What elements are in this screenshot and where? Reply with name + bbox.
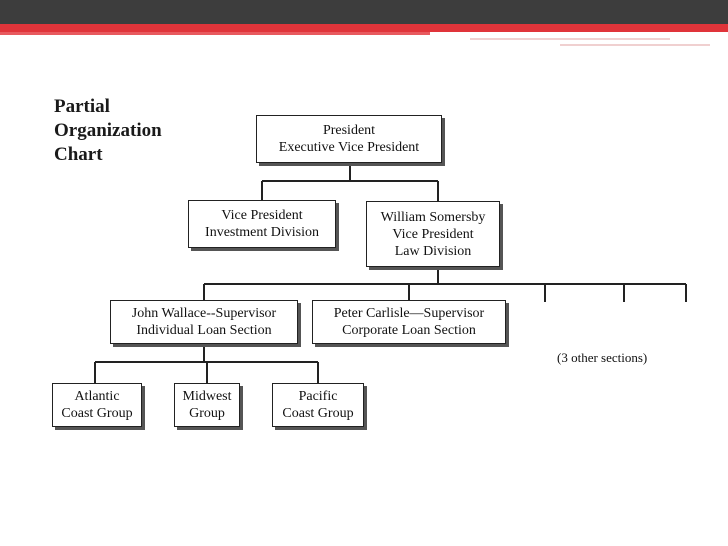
node-label: Investment Division [205,225,319,240]
node-president: President Executive Vice President [256,115,442,163]
node-label: Individual Loan Section [136,323,272,338]
node-label: Midwest [182,389,232,404]
slide-accent-stripe [0,32,430,35]
node-label: Group [189,406,225,421]
chart-title-line: Partial [54,96,110,117]
node-label: Pacific [298,389,338,404]
node-group-pacific: Pacific Coast Group [272,383,364,427]
chart-title-line: Organization [54,120,162,141]
chart-title: Partial Organization Chart [54,95,162,167]
node-label: President [322,123,376,138]
node-supervisor-individual: John Wallace--Supervisor Individual Loan… [110,300,298,344]
node-label: William Somersby [380,209,486,225]
slide-accent-band [0,24,728,32]
node-label: Coast Group [61,406,133,421]
node-vp-investment: Vice President Investment Division [188,200,336,248]
slide-accent-line [470,38,670,40]
node-vp-law: William Somersby Vice President Law Divi… [366,201,500,267]
slide-header-bar [0,0,728,24]
node-supervisor-corporate: Peter Carlisle—Supervisor Corporate Loan… [312,300,506,344]
slide-accent-line [560,44,710,46]
node-label: Law Division [394,243,472,259]
node-group-midwest: Midwest Group [174,383,240,427]
node-label: Vice President [392,226,474,242]
node-label: Vice President [221,208,303,223]
node-label: John Wallace--Supervisor [131,306,277,321]
node-label: Peter Carlisle—Supervisor [333,306,485,321]
node-label: Coast Group [282,406,354,421]
node-label: Executive Vice President [278,140,420,155]
chart-title-line: Chart [54,144,103,165]
other-sections-note: (3 other sections) [557,350,648,365]
node-label: Corporate Loan Section [342,323,476,338]
node-label: Atlantic [74,389,120,404]
node-group-atlantic: Atlantic Coast Group [52,383,142,427]
